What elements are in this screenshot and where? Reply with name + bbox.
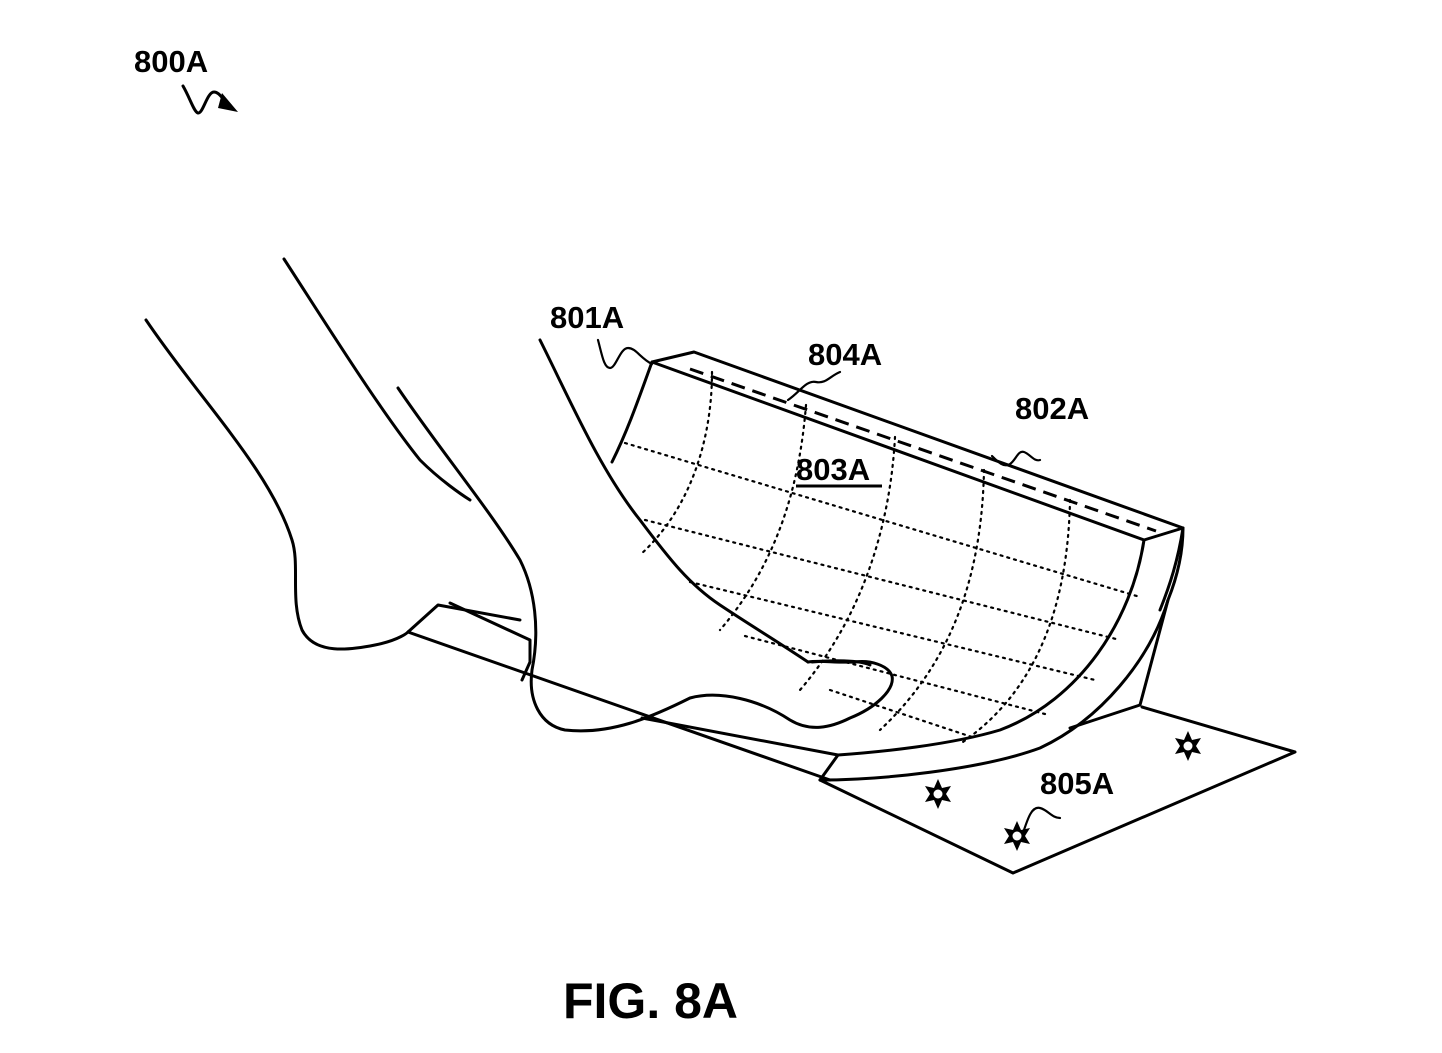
right-leg	[396, 338, 894, 733]
label-802a: 802A	[1015, 391, 1089, 426]
foot-platform	[406, 601, 840, 782]
floor-base-plate	[818, 705, 1297, 875]
left-leg	[144, 257, 472, 651]
label-801a: 801A	[550, 300, 624, 335]
leader-805a	[1022, 806, 1062, 832]
squiggle-arrow-icon	[181, 84, 238, 115]
star-marker-icon	[925, 779, 951, 809]
star-marker-icon	[1175, 731, 1201, 761]
label-805a: 805A	[1040, 766, 1114, 801]
figure-caption: FIG. 8A	[563, 973, 738, 1029]
leader-804a	[786, 370, 842, 402]
leader-801a	[596, 338, 654, 370]
leader-802a	[990, 450, 1042, 467]
label-804a: 804A	[808, 337, 882, 372]
label-803a: 803A	[796, 452, 870, 487]
star-marker-icon	[1004, 821, 1030, 851]
label-800a: 800A	[134, 44, 208, 79]
curved-panel	[610, 350, 1185, 782]
